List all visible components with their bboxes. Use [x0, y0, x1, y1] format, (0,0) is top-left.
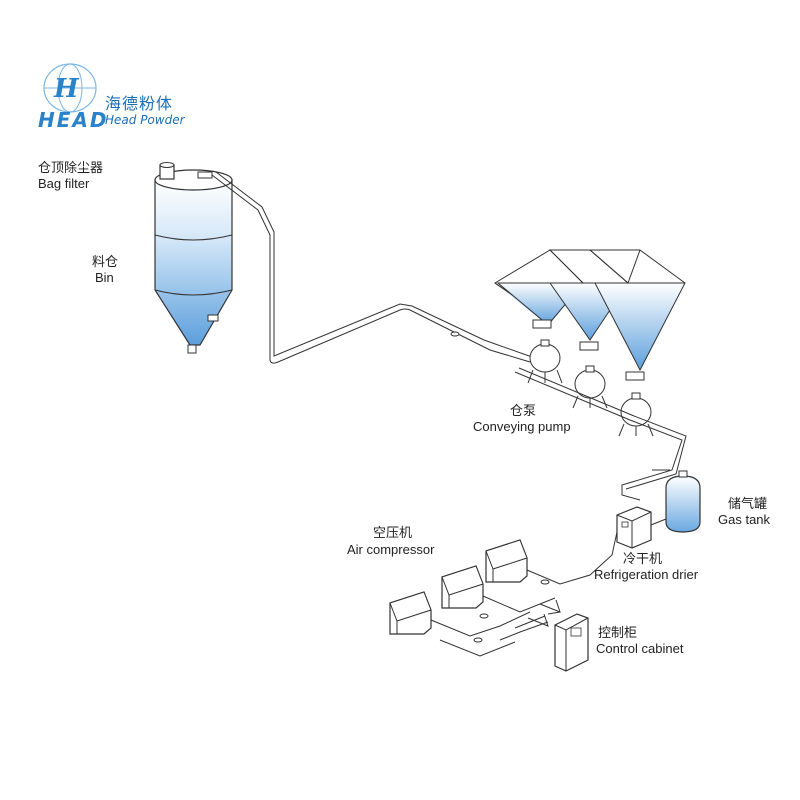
air-pipe — [514, 367, 687, 501]
label-pump-en: Conveying pump — [473, 419, 571, 434]
air-compressor-1 — [485, 539, 528, 583]
svg-text:H: H — [53, 74, 80, 104]
label-gas-tank-cn: 储气罐 — [728, 496, 768, 511]
compressor-pipes — [430, 531, 618, 657]
label-bag-filter-en: Bag filter — [38, 176, 90, 191]
air-compressor-2 — [441, 565, 484, 609]
label-gas-tank-en: Gas tank — [718, 512, 771, 527]
bin — [154, 169, 233, 354]
label-pump-cn: 仓泵 — [510, 403, 537, 418]
hoppers — [494, 249, 686, 381]
label-drier-cn: 冷干机 — [623, 551, 663, 566]
label-bin-cn: 料仓 — [92, 254, 119, 269]
air-compressor-3 — [389, 591, 432, 635]
logo-head-wordmark: HEAD — [38, 108, 109, 132]
label-air-compressor-cn: 空压机 — [373, 525, 413, 540]
conveying-pump-3 — [618, 392, 654, 437]
label-air-compressor-en: Air compressor — [347, 542, 435, 557]
signal-arrows — [499, 599, 561, 641]
conveying-pump-2 — [572, 365, 608, 409]
label-bin-en: Bin — [95, 270, 114, 285]
refrigeration-drier — [616, 506, 667, 549]
conveying-pump-1 — [527, 339, 563, 384]
label-bag-filter-cn: 仓顶除尘器 — [38, 160, 104, 175]
label-cabinet-cn: 控制柜 — [598, 625, 638, 640]
conveying-pipe — [211, 171, 533, 364]
label-drier-en: Refrigeration drier — [594, 567, 699, 582]
logo-chinese-name: 海德粉体 — [105, 94, 174, 113]
label-cabinet-en: Control cabinet — [596, 641, 684, 656]
control-cabinet — [554, 613, 589, 672]
logo-english-name: Head Powder — [105, 113, 185, 127]
logo-mark: H — [43, 63, 97, 113]
gas-tank — [665, 470, 701, 533]
